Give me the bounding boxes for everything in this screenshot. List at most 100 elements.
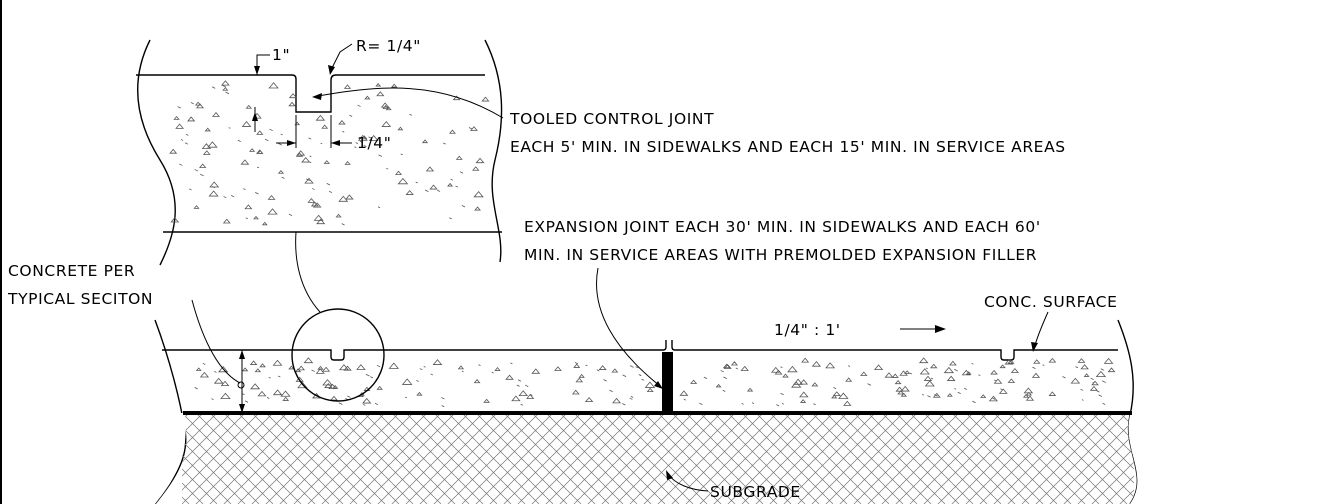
aggregate-speck — [343, 84, 352, 89]
aggregate-speck — [776, 404, 780, 407]
aggregate-speck — [282, 396, 290, 401]
aggregate-speck — [430, 373, 433, 376]
aggregate-speck — [376, 385, 383, 390]
aggregate-speck — [267, 194, 276, 200]
aggregate-speck — [474, 206, 481, 211]
aggregate-speck — [214, 370, 217, 373]
aggregate-speck — [311, 369, 315, 372]
aggregate-speck — [199, 371, 210, 378]
slab-top-surface — [162, 340, 667, 361]
radius-label: R= 1/4" — [356, 37, 421, 55]
aggregate-speck — [999, 364, 1006, 369]
aggregate-speck — [312, 188, 315, 190]
aggregate-speck — [891, 373, 899, 378]
aggregate-speck — [338, 402, 343, 405]
aggregate-speck — [169, 148, 178, 154]
aggregate-speck — [429, 184, 438, 190]
aggregate-speck — [179, 163, 183, 166]
detail-left-break — [136, 39, 176, 266]
aggregate-speck — [261, 221, 268, 226]
aggregate-speck — [683, 398, 687, 401]
aggregate-speck — [264, 138, 269, 142]
aggregate-speck — [304, 177, 314, 184]
aggregate-speck — [934, 394, 938, 397]
slope-label: 1/4" : 1' — [774, 321, 841, 339]
aggregate-speck — [222, 218, 231, 224]
aggregate-speck — [1107, 367, 1116, 373]
aggregate-speck — [1025, 395, 1035, 401]
aggregate-speck — [437, 189, 441, 192]
aggregate-speck — [173, 115, 180, 120]
aggregate-speck — [571, 389, 580, 395]
aggregate-speck — [296, 150, 306, 156]
aggregate-speck — [1025, 391, 1033, 396]
aggregate-speck — [288, 93, 298, 99]
aggregate-speck — [309, 161, 312, 164]
aggregate-speck — [328, 190, 333, 193]
aggregate-speck — [288, 213, 293, 217]
aggregate-speck — [965, 371, 972, 375]
aggregate-speck — [833, 386, 837, 390]
aggregate-speck — [1100, 368, 1104, 371]
aggregate-speck — [584, 396, 594, 403]
aggregate-speck — [416, 380, 419, 382]
aggregate-speck — [1062, 376, 1066, 379]
aggregate-speck — [980, 394, 987, 398]
aggregate-speck — [455, 155, 463, 160]
aggregate-speck — [924, 380, 935, 387]
aggregate-speck — [320, 142, 323, 145]
aggregate-speck — [715, 383, 722, 388]
aggregate-speck — [930, 363, 938, 369]
aggregate-speck — [421, 139, 429, 144]
aggregate-speck — [900, 392, 907, 397]
aggregate-speck — [213, 377, 224, 384]
aggregate-speck — [510, 362, 513, 365]
aggregate-speck — [1007, 359, 1015, 364]
subgrade-label: SUBGRADE — [710, 483, 801, 501]
aggregate-speck — [992, 397, 996, 400]
aggregate-speck — [425, 166, 435, 172]
aggregate-speck — [225, 91, 230, 95]
slab-section — [150, 319, 1321, 504]
aggregate-speck — [1090, 377, 1094, 381]
aggregate-speck — [894, 379, 902, 385]
aggregate-speck — [925, 367, 928, 370]
aggregate-speck — [531, 368, 541, 374]
aggregate-speck — [416, 391, 423, 396]
aggregate-speck — [257, 390, 267, 397]
aggregate-speck — [782, 373, 789, 378]
aggregate-speck — [315, 368, 325, 374]
aggregate-speck — [345, 194, 354, 200]
aggregate-speck — [198, 163, 207, 168]
aggregate-speck — [323, 160, 330, 164]
aggregate-speck — [376, 91, 385, 97]
aggregate-speck — [1096, 390, 1100, 393]
aggregate-speck — [357, 134, 368, 141]
aggregate-speck — [740, 365, 749, 371]
aggregate-speck — [895, 386, 904, 392]
aggregate-speck — [930, 377, 934, 380]
aggregate-speck — [297, 381, 308, 389]
detail-callout-line — [295, 231, 321, 313]
aggregate-speck — [405, 190, 414, 195]
aggregate-speck — [494, 367, 501, 371]
aggregate-speck — [409, 113, 412, 116]
aggregate-speck — [990, 369, 998, 375]
aggregate-speck — [288, 365, 295, 370]
aggregate-speck — [441, 397, 445, 400]
aggregate-speck — [622, 374, 627, 377]
section-aggregate-specks — [194, 357, 1116, 408]
aggregate-speck — [222, 86, 229, 91]
aggregate-speck — [374, 402, 378, 405]
aggregate-speck — [222, 85, 227, 88]
aggregate-speck — [994, 379, 997, 382]
aggregate-speck — [317, 365, 324, 370]
dim-1in-marker — [254, 54, 270, 75]
aggregate-speck — [993, 378, 1003, 384]
aggregate-speck — [629, 365, 634, 368]
aggregate-speck — [954, 388, 957, 390]
aggregate-speck — [244, 400, 249, 403]
aggregate-speck — [207, 141, 218, 148]
aggregate-speck — [362, 397, 372, 404]
